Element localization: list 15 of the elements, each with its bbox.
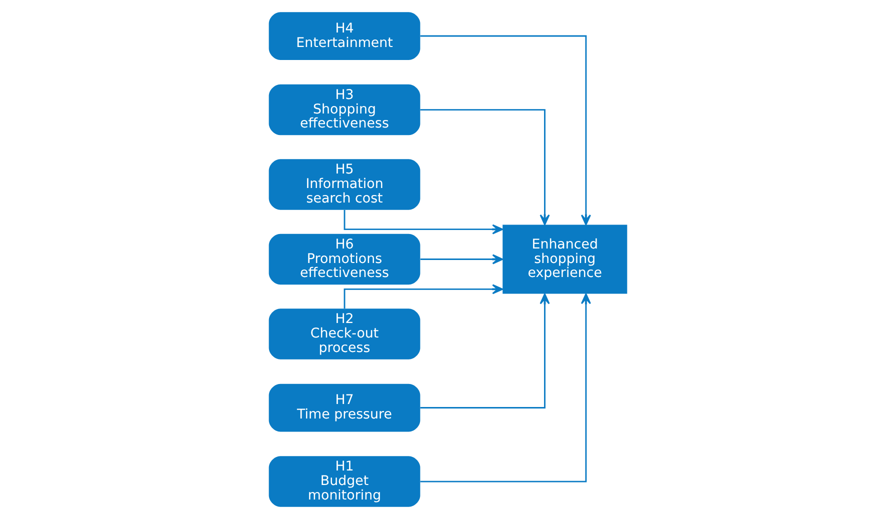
node-box: H3 Shopping effectiveness	[268, 84, 420, 136]
node-box: H2 Check-out process	[268, 308, 420, 360]
arrow	[420, 109, 550, 226]
node-box: H6 Promotions effectiveness	[268, 234, 420, 285]
node-box: H1 Budget monitoring	[268, 456, 420, 507]
node-box: H4 Entertainment	[268, 12, 420, 60]
node-box: H7 Time pressure	[268, 384, 420, 432]
node-box: H5 Information search cost	[268, 159, 420, 210]
arrow	[420, 293, 591, 482]
arrow	[420, 293, 550, 408]
arrow	[420, 254, 504, 264]
arrow	[344, 284, 504, 308]
node-box: Enhanced shopping experience	[502, 224, 628, 294]
arrow	[344, 210, 504, 234]
arrow	[420, 35, 591, 226]
